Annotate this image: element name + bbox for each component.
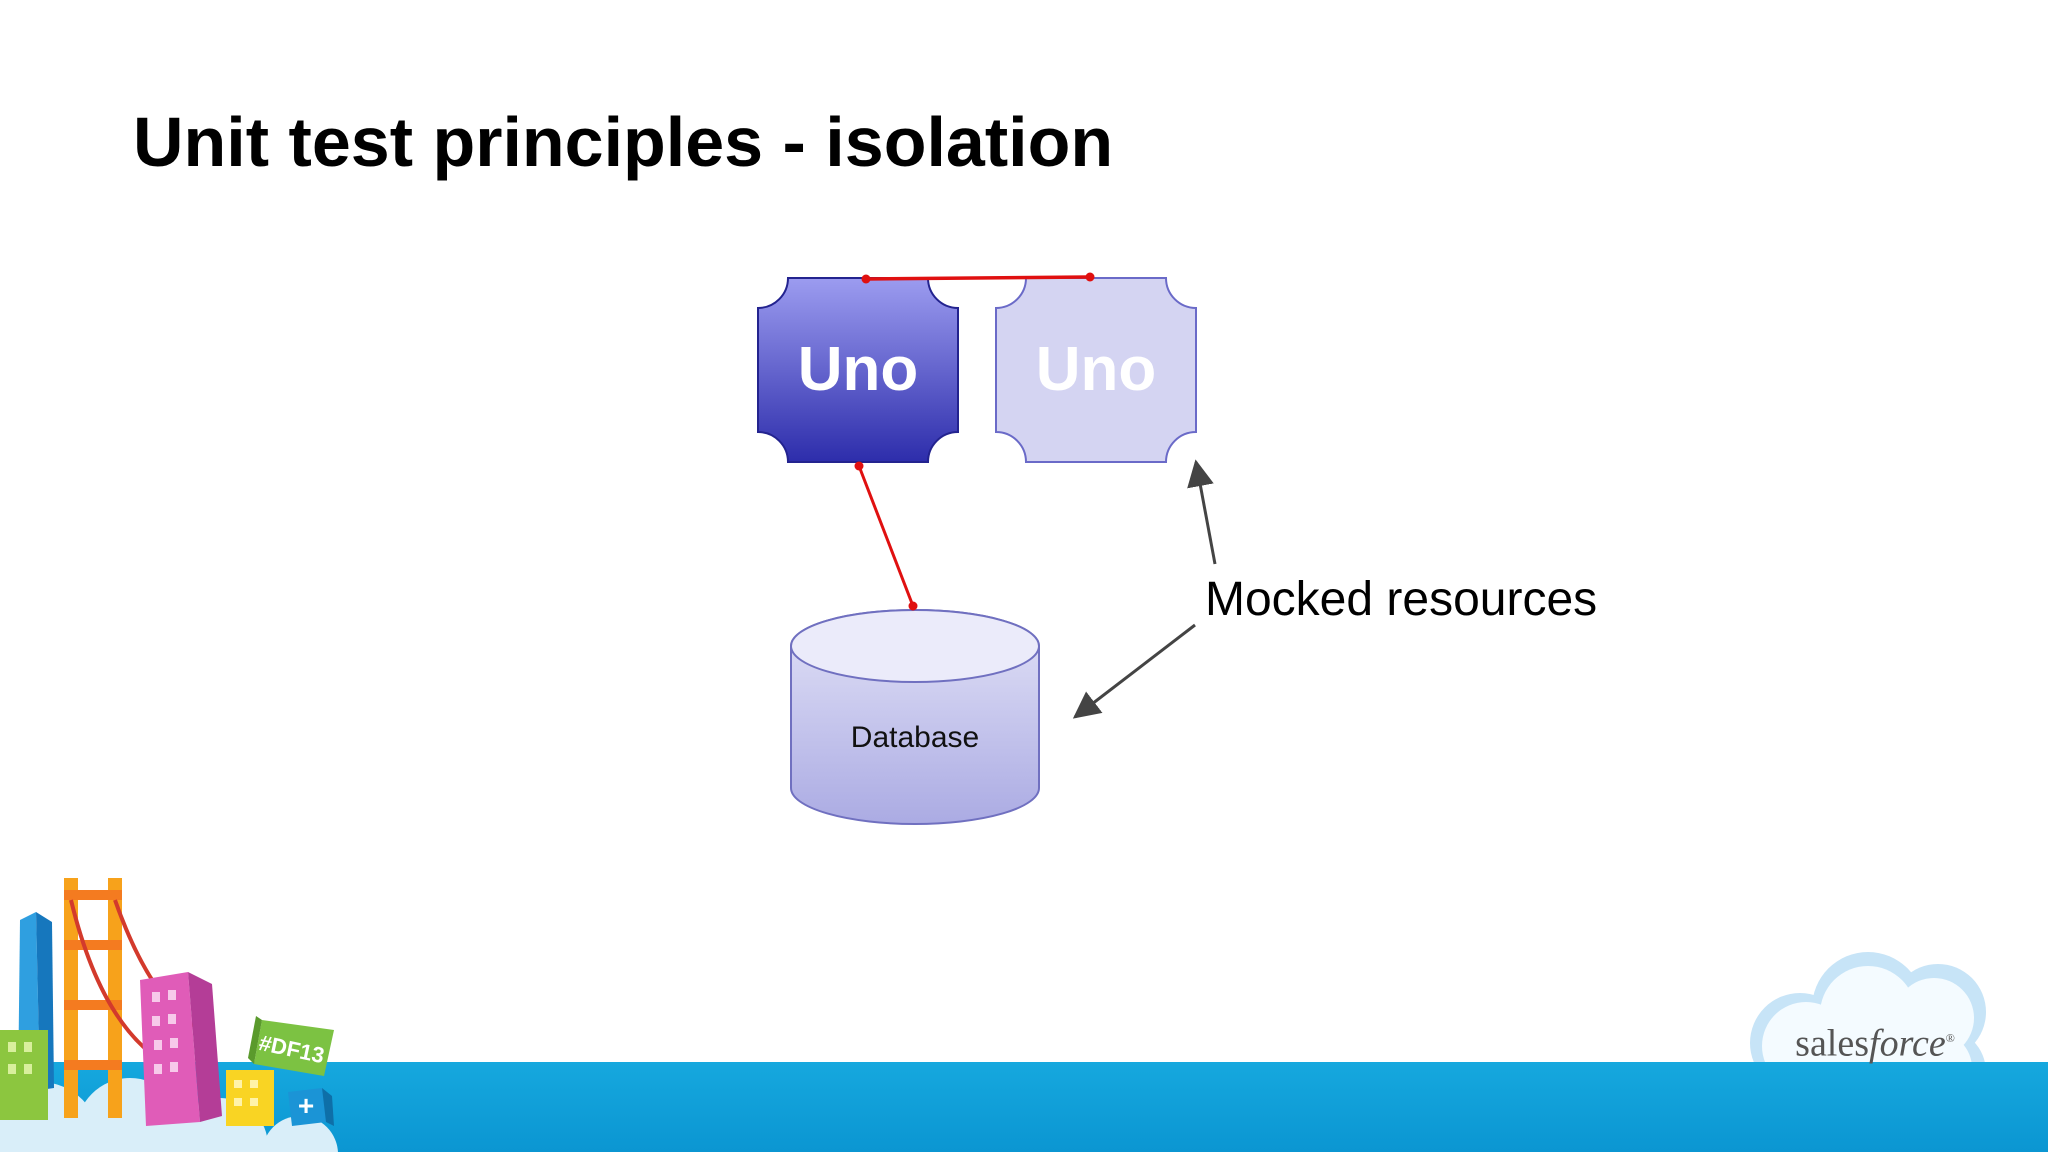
mocked-resources-callout: Mocked resources — [1205, 573, 1598, 626]
connector-uno-to-database — [854, 461, 918, 611]
yellow-building — [226, 1070, 274, 1126]
uno-real-block — [757, 277, 959, 463]
df13-sign — [248, 1016, 334, 1076]
uno-mock-block — [995, 277, 1197, 463]
plus-tile — [288, 1088, 334, 1126]
salesforce-logo-text: salesforce® — [1785, 1016, 1965, 1066]
arrow-to-database — [1072, 623, 1196, 719]
green-building — [0, 1030, 48, 1120]
pink-building — [140, 972, 222, 1126]
plus-symbol: + — [297, 1090, 315, 1121]
footer-band — [0, 1062, 2048, 1152]
slide-title: Unit test principles - isolation — [133, 103, 1114, 181]
uno-real-label: Uno — [797, 335, 919, 404]
database-label: Database — [850, 721, 980, 754]
dreamforce-city-illustration — [0, 878, 338, 1152]
arrow-to-mock-uno — [1187, 459, 1217, 565]
salesforce-logo-text-a: sales — [1795, 1022, 1870, 1065]
database-cylinder — [790, 609, 1040, 825]
salesforce-logo-text-b: force — [1869, 1022, 1946, 1065]
connector-uno-to-uno — [861, 272, 1095, 284]
registered-mark: ® — [1945, 1031, 1955, 1045]
uno-mock-label: Uno — [1035, 335, 1157, 404]
